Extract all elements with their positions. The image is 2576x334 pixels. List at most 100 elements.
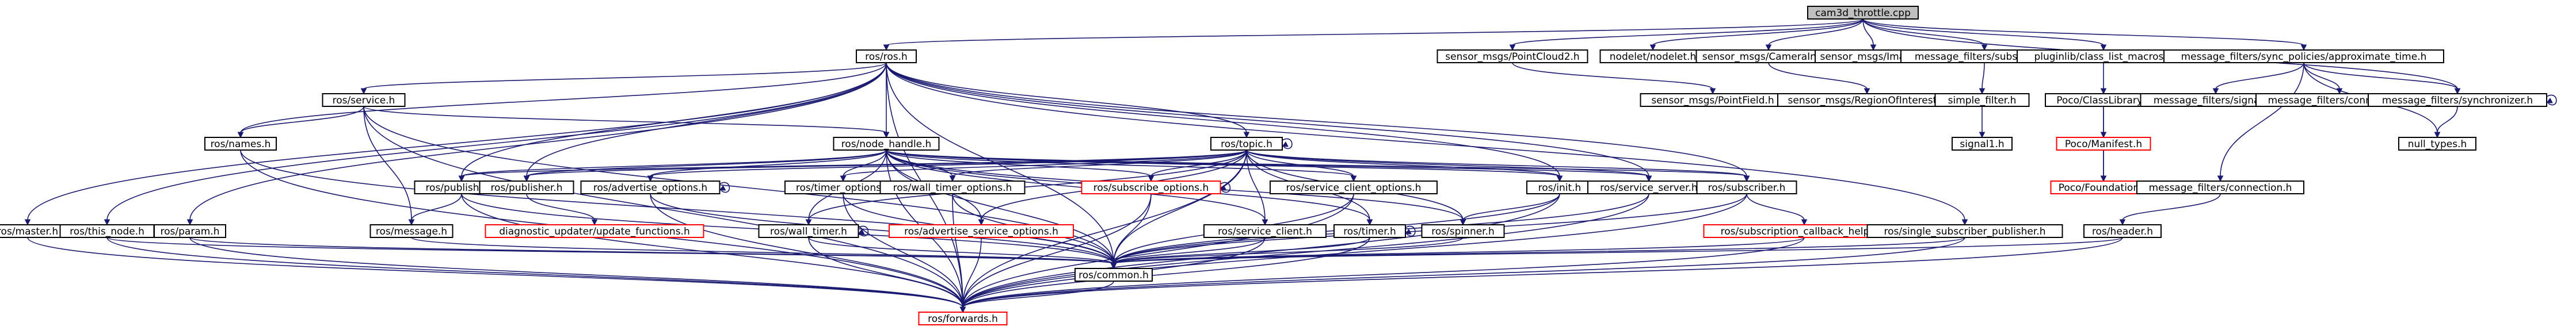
edge-arrowhead bbox=[647, 175, 654, 182]
node-ros-adv-srv-opts[interactable]: ros/advertise_service_options.h bbox=[889, 224, 1074, 238]
node-label: ros/ros.h bbox=[865, 51, 908, 63]
edge-root-to-sm-caminfo bbox=[1765, 18, 1864, 51]
node-mf-approx[interactable]: message_filters/sync_policies/approximat… bbox=[2163, 49, 2444, 63]
node-ros-param[interactable]: ros/param.h bbox=[154, 224, 226, 238]
edge-line bbox=[1746, 193, 1805, 221]
node-sm-pointfield[interactable]: sensor_msgs/PointField.h bbox=[1640, 93, 1786, 107]
edge-arrowhead bbox=[858, 228, 865, 235]
edge-line bbox=[1246, 149, 1649, 177]
node-signal1[interactable]: signal1.h bbox=[1952, 137, 2013, 151]
node-sm-pc2[interactable]: sensor_msgs/PointCloud2.h bbox=[1436, 49, 1588, 63]
edge-root-to-sm-pc2 bbox=[1509, 18, 1864, 51]
node-ros-sub-opts[interactable]: ros/subscribe_options.h bbox=[1081, 181, 1221, 194]
node-label: cam3d_throttle.cpp bbox=[1815, 7, 1911, 19]
node-ros-single-sub-pub[interactable]: ros/single_subscriber_publisher.h bbox=[1866, 224, 2063, 238]
edge-arrowhead bbox=[1460, 219, 1466, 226]
edge-arrowhead bbox=[408, 219, 415, 226]
edge-line bbox=[189, 62, 887, 221]
node-ros-ros[interactable]: ros/ros.h bbox=[856, 49, 917, 63]
node-box bbox=[889, 224, 1074, 238]
node-label: ros/single_subscriber_publisher.h bbox=[1884, 226, 2045, 237]
node-diag-updater[interactable]: diagnostic_updater/update_functions.h bbox=[485, 224, 704, 238]
node-ros-this-node[interactable]: ros/this_node.h bbox=[59, 224, 155, 238]
node-ros-header[interactable]: ros/header.h bbox=[2083, 224, 2162, 238]
node-ros-spinner[interactable]: ros/spinner.h bbox=[1421, 224, 1505, 238]
edge-root-to-mf-approx bbox=[1862, 18, 2307, 51]
node-ros-service[interactable]: ros/service.h bbox=[322, 93, 406, 107]
node-ros-srv-client-opts[interactable]: ros/service_client_options.h bbox=[1270, 181, 1438, 194]
edge-arrowhead bbox=[1801, 219, 1808, 226]
edge-line bbox=[411, 193, 462, 221]
edge-line bbox=[650, 149, 1247, 177]
edge-ros-sub-cb-helper-to-ros-common bbox=[1110, 237, 1805, 270]
edge-arrowhead bbox=[1709, 88, 1716, 95]
edge-line bbox=[962, 237, 982, 308]
node-nodelet[interactable]: nodelet/nodelet.h bbox=[1599, 49, 1706, 63]
node-box bbox=[369, 224, 454, 238]
node-sm-roi[interactable]: sensor_msgs/RegionOfInterest.h bbox=[1777, 93, 1957, 107]
edge-line bbox=[962, 237, 1965, 308]
edge-arrowhead bbox=[1765, 44, 1772, 51]
node-ros-subscriber[interactable]: ros/subscriber.h bbox=[1696, 181, 1797, 194]
edge-line bbox=[1113, 237, 1805, 264]
node-label: null_types.h bbox=[2408, 139, 2467, 150]
node-label: ros/common.h bbox=[1079, 270, 1149, 281]
edge-line bbox=[363, 62, 887, 90]
edge-arrowhead bbox=[591, 219, 598, 226]
node-mf-connection[interactable]: message_filters/connection.h bbox=[2136, 181, 2304, 194]
edge-line bbox=[363, 106, 887, 133]
node-poco-manifest[interactable]: Poco/Manifest.h bbox=[2056, 137, 2151, 151]
node-box bbox=[856, 49, 917, 63]
node-ros-service-client[interactable]: ros/service_client.h bbox=[1203, 224, 1327, 238]
edge-line bbox=[1113, 193, 1152, 264]
node-ros-names[interactable]: ros/names.h bbox=[204, 137, 277, 151]
node-ros-message[interactable]: ros/message.h bbox=[369, 224, 454, 238]
edge-ros-service-to-ros-names bbox=[237, 106, 364, 139]
node-ros-service-server[interactable]: ros/service_server.h bbox=[1587, 181, 1710, 194]
edge-line bbox=[962, 193, 1560, 308]
node-cls-macros[interactable]: pluginlib/class_list_macros.h bbox=[2017, 49, 2190, 63]
node-ros-wall-timer[interactable]: ros/wall_timer.h bbox=[758, 224, 859, 238]
edge-ros-publisher-a-to-ros-message bbox=[408, 193, 462, 226]
node-ros-common[interactable]: ros/common.h bbox=[1074, 268, 1153, 282]
edge-arrowhead bbox=[1509, 44, 1516, 51]
node-box bbox=[1074, 268, 1153, 282]
node-label: ros/header.h bbox=[2092, 226, 2153, 237]
edge-root-to-sm-image bbox=[1862, 18, 1877, 51]
node-ros-node-handle[interactable]: ros/node_handle.h bbox=[833, 137, 940, 151]
node-ros-adv-opts[interactable]: ros/advertise_options.h bbox=[580, 181, 721, 194]
edge-line bbox=[1246, 149, 1747, 177]
node-null-types[interactable]: null_types.h bbox=[2398, 137, 2476, 151]
node-poco-foundation[interactable]: Poco/Foundation.h bbox=[2050, 181, 2157, 194]
node-ros-publisher-b[interactable]: ros/publisher.h bbox=[479, 181, 574, 194]
node-label: ros/advertise_service_options.h bbox=[904, 226, 1058, 237]
node-ros-master[interactable]: ros/master.h bbox=[0, 224, 67, 238]
edge-sm-caminfo-to-sm-roi bbox=[1768, 62, 1870, 95]
edge-line bbox=[1512, 62, 1713, 90]
node-ros-init[interactable]: ros/init.h bbox=[1526, 181, 1593, 194]
node-mf-synchronizer[interactable]: message_filters/synchronizer.h bbox=[2368, 93, 2547, 107]
node-ros-topic[interactable]: ros/topic.h bbox=[1210, 137, 1283, 151]
node-box bbox=[2163, 49, 2444, 63]
node-box bbox=[1934, 93, 2030, 107]
node-ros-forwards[interactable]: ros/forwards.h bbox=[918, 312, 1008, 325]
node-label: ros/names.h bbox=[211, 139, 271, 150]
node-label: ros/wall_timer_options.h bbox=[893, 182, 1012, 194]
edge-ros-message-to-ros-common bbox=[411, 237, 1117, 270]
node-label: message_filters/connection.h bbox=[2149, 182, 2292, 194]
edge-arrowhead bbox=[1556, 175, 1563, 182]
node-ros-sub-cb-helper[interactable]: ros/subscription_callback_helper.h bbox=[1703, 224, 1906, 238]
edge-line bbox=[1862, 18, 2104, 46]
node-ros-wall-timer-opts[interactable]: ros/wall_timer_options.h bbox=[879, 181, 1026, 194]
edge-ros-topic-to-ros-timer-opts bbox=[840, 149, 1247, 182]
edge-arrowhead bbox=[2434, 132, 2441, 139]
edge-line bbox=[1246, 149, 1266, 221]
node-box bbox=[1270, 181, 1438, 194]
edge-arrowhead bbox=[883, 132, 890, 139]
node-label: sensor_msgs/Image.h bbox=[1820, 51, 1926, 63]
node-ros-timer[interactable]: ros/timer.h bbox=[1333, 224, 1406, 238]
edge-line bbox=[106, 62, 887, 221]
node-simple-filter[interactable]: simple_filter.h bbox=[1934, 93, 2030, 107]
edge-arrowhead bbox=[2100, 88, 2107, 95]
